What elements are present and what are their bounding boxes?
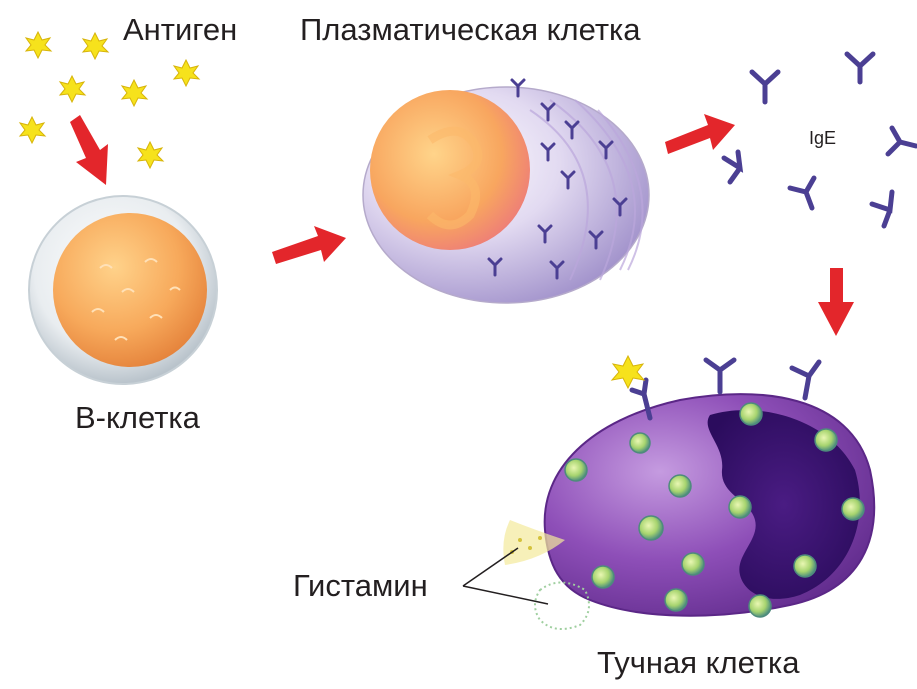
antigen-star-icon (138, 142, 163, 168)
antibody-icon (847, 54, 873, 82)
antigen-cluster (20, 32, 199, 168)
antigen-star-icon (83, 33, 108, 59)
arrow-antigen-to-bcell-icon (70, 115, 108, 185)
histamine-label: Гистамин (293, 568, 428, 604)
antigen-star-icon (60, 76, 85, 102)
antibody-icon (792, 362, 819, 398)
plasma-cell-label: Плазматическая клетка (300, 12, 641, 48)
antigen-star-icon (20, 117, 45, 143)
arrow-plasma-to-ige-icon (665, 114, 735, 154)
antibody-icon (706, 360, 734, 392)
b-cell-label: B-клетка (75, 400, 200, 436)
arrow-bcell-to-plasma-icon (272, 226, 346, 264)
antibody-icon (888, 128, 916, 154)
antibody-icon (724, 152, 740, 182)
antigen-star-icon (122, 80, 147, 106)
antigen-star-icon (26, 32, 51, 58)
mast-cell (463, 356, 874, 629)
antigen-star-icon (174, 60, 199, 86)
arrow-ige-to-mast-icon (818, 268, 854, 336)
antibody-icon (752, 72, 778, 102)
bound-antigen-star-icon (612, 356, 644, 388)
b-cell (29, 196, 217, 384)
mast-cell-label: Тучная клетка (597, 645, 800, 681)
ige-label: IgE (809, 128, 836, 149)
antibody-icon (790, 178, 814, 208)
antibody-icon (872, 192, 892, 226)
antigen-label: Антиген (123, 12, 237, 48)
plasma-cell (363, 80, 649, 303)
